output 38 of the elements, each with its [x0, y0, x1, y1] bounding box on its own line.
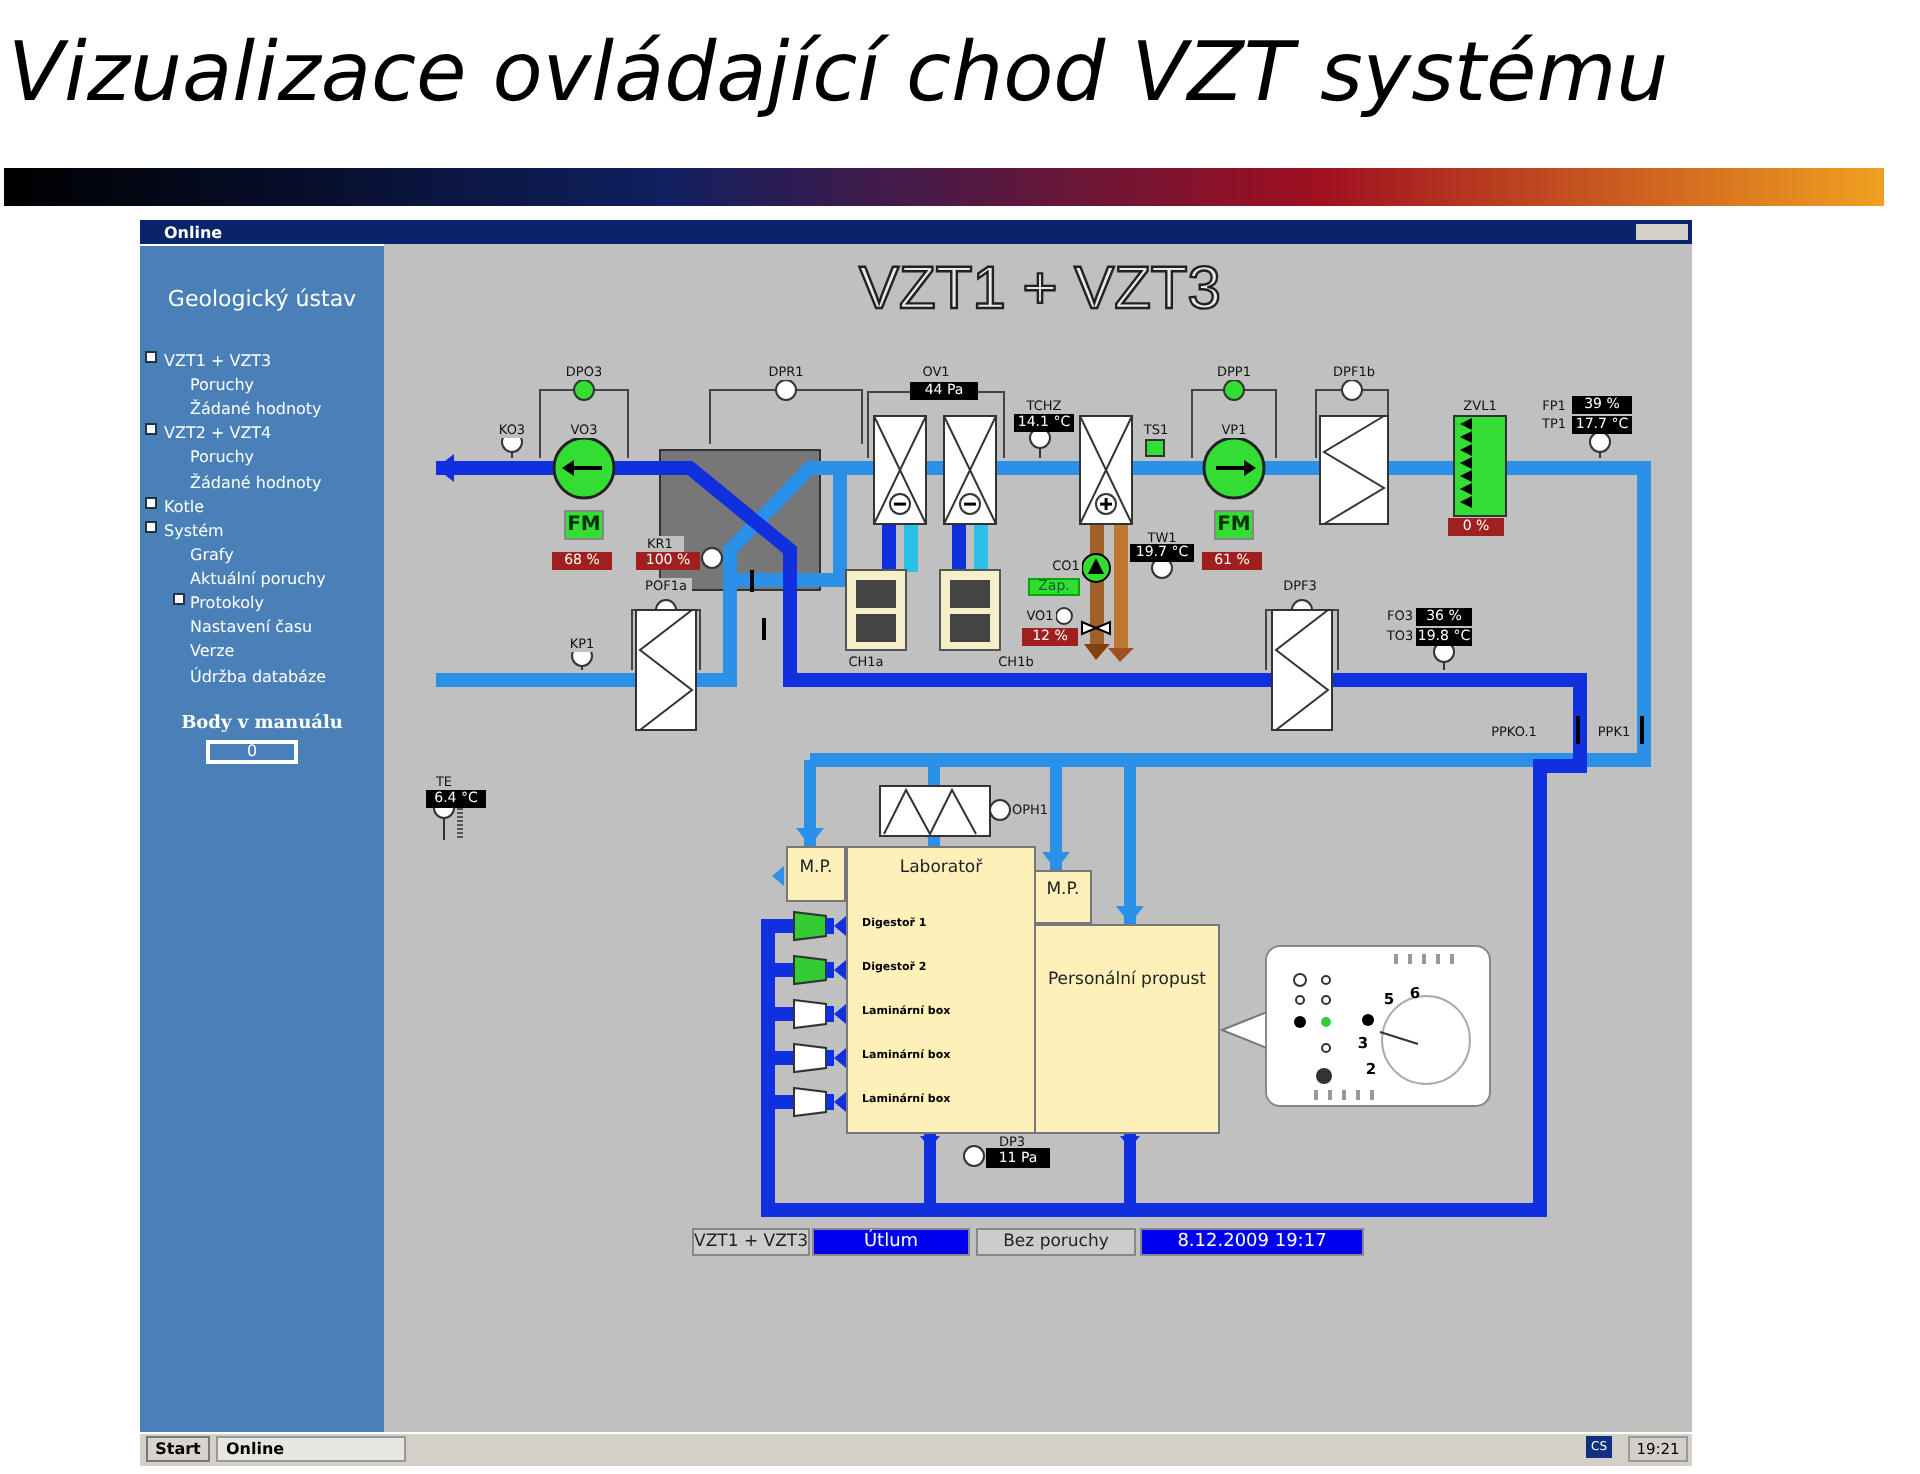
- menu-item: Poruchy: [190, 374, 256, 396]
- menu-item: Nastavení času: [190, 616, 315, 638]
- screen-heading: VZT1 + VZT3: [857, 254, 1223, 326]
- status-field: Útlum: [812, 1228, 970, 1256]
- menu-item: Systém: [164, 520, 226, 542]
- menu-item: VZT1 + VZT3: [164, 350, 274, 372]
- taskbar-button: Online: [216, 1436, 406, 1462]
- menu-item: Údržba databáze: [190, 666, 329, 688]
- room-label: M.P.: [1046, 880, 1080, 900]
- status-display: FM: [1214, 510, 1254, 540]
- menu-item: VZT2 + VZT4: [164, 422, 274, 444]
- room-box: [786, 846, 846, 902]
- window-title: Online: [164, 224, 225, 242]
- menu-item: Poruchy: [190, 446, 256, 468]
- menu-item: Žádané hodnoty: [190, 398, 324, 420]
- air-duct: [796, 760, 824, 846]
- status-field: 8.12.2009 19:17: [1140, 1228, 1364, 1256]
- room-label: M.P.: [799, 858, 833, 878]
- panel-heading: Body v manuálu: [179, 714, 345, 736]
- room-box: [846, 846, 1036, 1134]
- room-box: [1034, 924, 1220, 1134]
- start-button: Start: [146, 1436, 210, 1462]
- menu-item: Žádané hodnoty: [190, 472, 324, 494]
- menu-item: Aktuální poruchy: [190, 568, 328, 590]
- menu-item: Grafy: [190, 544, 236, 566]
- menu-item: Verze: [190, 640, 237, 662]
- status-display: FM: [564, 510, 604, 540]
- air-duct: [924, 1134, 936, 1204]
- room-label: Laboratoř: [899, 858, 983, 878]
- status-field: Bez poruchy: [976, 1228, 1136, 1256]
- status-field: VZT1 + VZT3: [692, 1228, 810, 1256]
- value-field: 0: [206, 740, 298, 764]
- room-label: Personální propust: [1047, 970, 1207, 990]
- air-duct: [1124, 1134, 1136, 1204]
- menu-heading: Geologický ústav: [165, 283, 359, 315]
- menu-item: Kotle: [164, 496, 207, 518]
- menu-item: Protokoly: [190, 592, 266, 614]
- room-box: [1034, 870, 1092, 924]
